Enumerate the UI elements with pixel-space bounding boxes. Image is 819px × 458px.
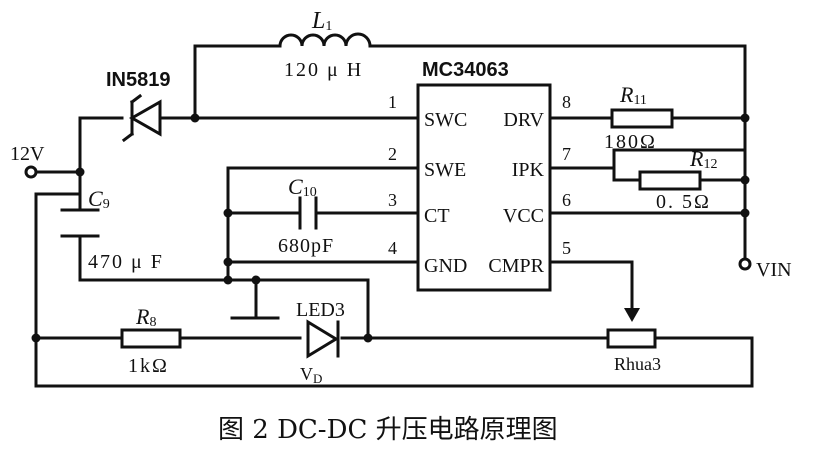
pin-label-gnd: GND (424, 255, 467, 277)
pin-label-cmpr: CMPR (488, 255, 544, 277)
r12-designator: R12 (689, 146, 717, 172)
led-designator: VD (300, 364, 322, 386)
pin-label-ipk: IPK (512, 159, 545, 181)
inductor-designator: L1 (311, 8, 332, 34)
resistor-r12 (638, 170, 702, 191)
pin-num-6: 6 (562, 190, 571, 210)
ic-name: MC34063 (422, 59, 509, 81)
diode-in5819 (121, 93, 162, 143)
potentiometer (606, 328, 657, 349)
terminal-vin-label: VIN (756, 259, 792, 281)
pin-label-swe: SWE (424, 159, 466, 181)
r11-designator: R11 (619, 82, 647, 108)
terminal-vin (738, 257, 752, 271)
junction-dot (223, 257, 233, 267)
resistor-r8 (120, 328, 182, 349)
c9-value: 470 μ F (88, 251, 164, 273)
junction-dot (740, 208, 750, 218)
junction-dot (223, 208, 233, 218)
pin-num-8: 8 (562, 92, 571, 112)
ic-body (416, 83, 552, 292)
pin-num-2: 2 (388, 144, 397, 164)
wire-r12 (612, 166, 747, 182)
terminal-12v (24, 165, 38, 179)
pin-label-drv: DRV (503, 109, 544, 131)
pin-num-5: 5 (562, 238, 571, 258)
junction-dot (75, 167, 85, 177)
capacitor-c9 (60, 208, 100, 238)
resistor-r11 (610, 108, 674, 129)
pin-label-vcc: VCC (503, 205, 544, 227)
wire-cmpr (548, 260, 634, 314)
junction-dot (363, 333, 373, 343)
pin-num-4: 4 (388, 238, 397, 258)
wire-top (193, 44, 747, 120)
inductor-l1 (278, 32, 372, 48)
pin-num-3: 3 (388, 190, 397, 210)
pin-num-7: 7 (562, 144, 571, 164)
junction-dot (740, 113, 750, 123)
figure-caption: 图 2 DC-DC 升压电路原理图 (218, 415, 558, 445)
c10-value: 680pF (278, 235, 334, 257)
terminal-12v-label: 12V (10, 143, 45, 165)
junction-dot (31, 333, 41, 343)
r12-value: 0. 5Ω (656, 191, 711, 213)
diode-label: IN5819 (106, 69, 171, 91)
pin-label-swc: SWC (424, 109, 467, 131)
r8-value: 1kΩ (128, 355, 169, 377)
r11-value: 180Ω (604, 131, 657, 153)
pot-wiper-arrow (624, 308, 640, 322)
pin-label-ct: CT (424, 205, 450, 227)
c9-designator: C9 (88, 186, 110, 212)
led-led3 (306, 319, 340, 359)
junction-dot (223, 275, 233, 285)
capacitor-c10 (298, 196, 318, 230)
wire-outer-loop (34, 192, 754, 388)
r8-designator: R8 (135, 304, 156, 330)
pin-num-1: 1 (388, 92, 397, 112)
ground-stub (230, 278, 280, 320)
pot-label: Rhua3 (614, 354, 661, 374)
junction-dot (740, 175, 750, 185)
inductor-value: 120 μ H (284, 59, 363, 81)
wire-ipk (548, 148, 747, 170)
led-label: LED3 (296, 299, 345, 321)
wire-swe (226, 166, 420, 282)
junction-dot (190, 113, 200, 123)
c10-designator: C10 (288, 174, 317, 200)
junction-dot (251, 275, 261, 285)
